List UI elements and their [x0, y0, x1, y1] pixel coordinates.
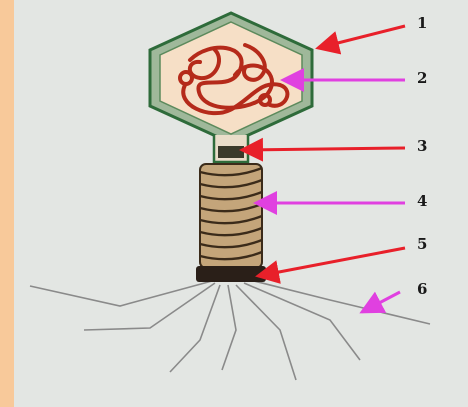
arrow-3 — [242, 148, 405, 150]
label-2: 2 — [417, 69, 427, 87]
tail-sheath — [200, 164, 262, 268]
tail-fibers — [30, 280, 430, 380]
label-3: 3 — [417, 137, 427, 155]
label-1: 1 — [417, 14, 427, 32]
label-6: 6 — [417, 280, 427, 298]
arrow-5 — [258, 248, 405, 276]
label-5: 5 — [417, 235, 427, 253]
arrow-1 — [318, 26, 405, 48]
arrow-6 — [362, 292, 400, 312]
label-4: 4 — [417, 192, 427, 210]
base-plate — [196, 266, 266, 282]
